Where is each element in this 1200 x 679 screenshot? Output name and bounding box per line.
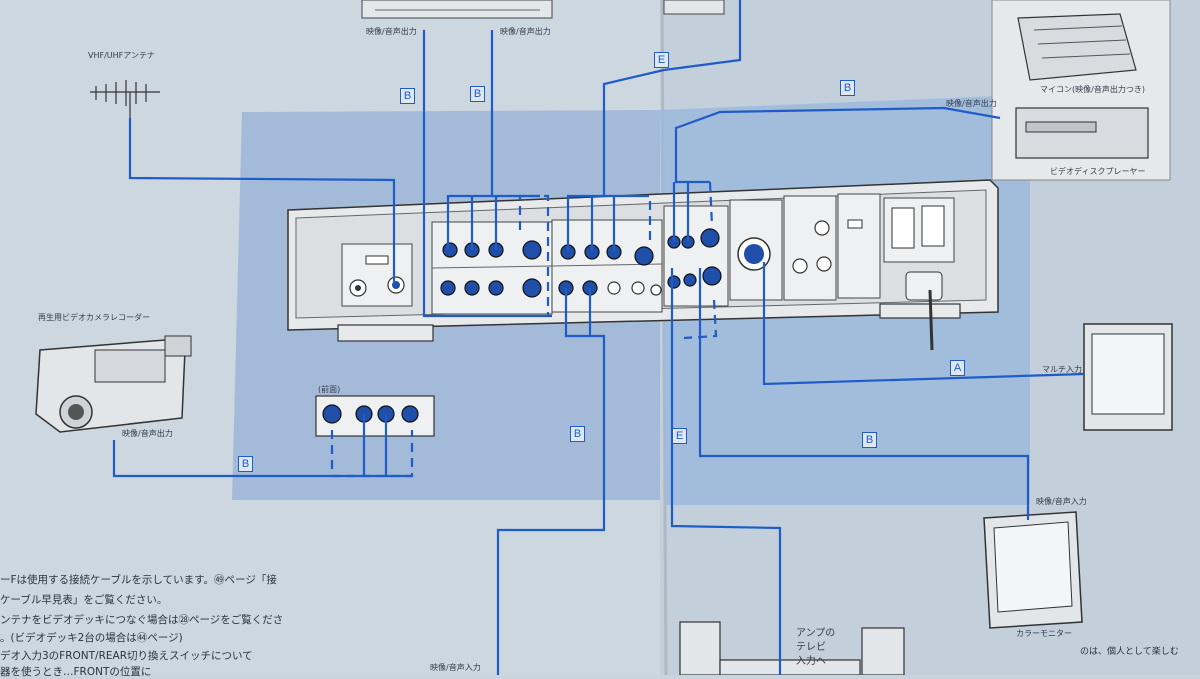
top-source-a-label: 映像/音声出力: [366, 27, 417, 36]
top-right-device: [663, 0, 725, 15]
footnote-line-2: ケーブル早見表」をご覧ください。: [0, 594, 168, 606]
page-fragment-text: のは、個人として楽しむ: [1080, 647, 1179, 657]
video-disc-player-icon: [1015, 107, 1149, 159]
footnote-line-4: 。(ビデオデッキ2台の場合は㊹ページ): [0, 632, 183, 644]
amp-label-1: アンプの: [796, 628, 836, 639]
cable-label-b5: B: [570, 426, 585, 442]
footnote-line-1: ーFは使用する接続ケーブルを示しています。㊾ページ「接: [0, 574, 277, 586]
top-source-b-label: 映像/音声出力: [500, 27, 551, 36]
cable-label-b6: B: [862, 432, 877, 448]
color-monitor-label: カラーモニター: [1016, 629, 1072, 638]
footnote-line-3: ンテナをビデオデッキにつなぐ場合は㉘ページをご覧くださ: [0, 614, 284, 626]
amp-label-3: 入力へ: [796, 656, 826, 667]
bottom-speaker-devices: [679, 621, 905, 675]
multi-in-label: マルチ入力: [1042, 365, 1082, 374]
top-source-device: [361, 0, 553, 19]
bottom-av-in-label: 映像/音声入力: [430, 663, 481, 672]
color-monitor-icon: [983, 511, 1083, 629]
cable-label-b1: B: [400, 88, 415, 104]
front-panel-label: (前面): [318, 385, 341, 394]
antenna-icon: [90, 80, 160, 118]
mycon-label: マイコン(映像/音声出力つき): [1040, 85, 1145, 94]
camcorder-out-label: 映像/音声出力: [122, 429, 173, 438]
amp-label-2: テレビ: [796, 642, 826, 653]
camcorder-icon: [35, 335, 192, 433]
cable-lines: [112, 0, 1085, 675]
footnote-line-5: デオ入力3のFRONT/REAR切り換えスイッチについて: [0, 650, 253, 662]
video-disc-label: ビデオディスクプレーヤー: [1050, 167, 1146, 176]
monitor-av-in-label: 映像/音声入力: [1036, 497, 1087, 506]
front-panel-jacks: [315, 395, 435, 437]
cable-label-b2: B: [470, 86, 485, 102]
cable-label-b3: B: [840, 80, 855, 96]
right-av-out-label: 映像/音声出力: [946, 99, 997, 108]
cable-label-a1: A: [950, 360, 965, 376]
footnote-line-6: 器を使うとき…FRONTの位置に: [0, 666, 152, 678]
cable-dashed-lines: [330, 181, 718, 478]
cable-label-e1: E: [654, 52, 669, 68]
cable-label-b4: B: [238, 456, 253, 472]
multi-monitor-icon: [1083, 323, 1173, 431]
antenna-label: VHF/UHFアンテナ: [88, 51, 155, 60]
camcorder-label: 再生用ビデオカメラレコーダー: [38, 313, 150, 322]
cable-label-e2: E: [672, 428, 687, 444]
deck-jacks: [440, 228, 722, 298]
